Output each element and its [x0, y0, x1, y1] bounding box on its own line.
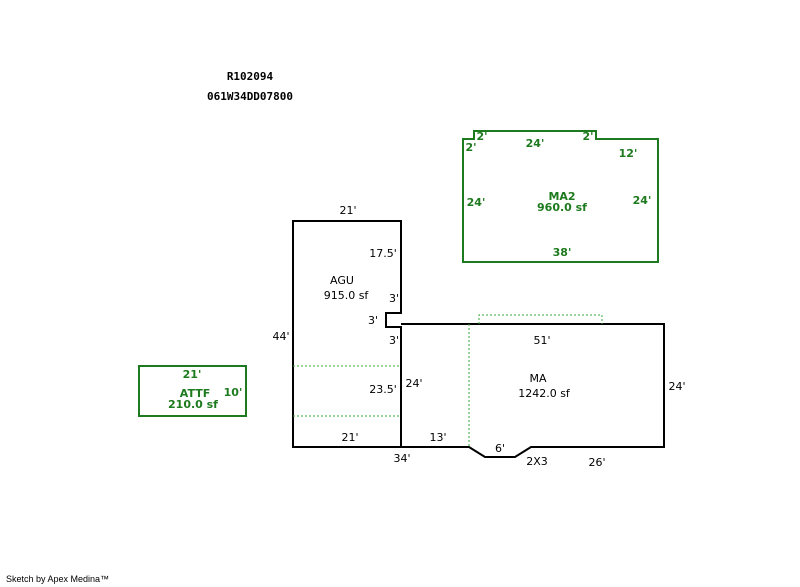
agu-dim-24: 24'	[405, 377, 422, 390]
agu-outline	[292, 220, 402, 448]
account-number: R102094	[226, 70, 274, 83]
attf-dim-10: 10'	[224, 386, 243, 399]
ma-outline	[401, 323, 665, 458]
attf-dim-21: 21'	[183, 368, 202, 381]
agu-dim-17-5: 17.5'	[369, 247, 397, 260]
agu-area: 915.0 sf	[324, 289, 370, 302]
ma-dim-51: 51'	[533, 334, 550, 347]
agu-label: AGU	[330, 274, 354, 287]
ma2-area: 960.0 sf	[537, 201, 587, 214]
ma-dim-13: 13'	[429, 431, 446, 444]
ma2-dim-12: 12'	[619, 147, 638, 160]
ma2-dim-24-right: 24'	[633, 194, 652, 207]
sketch-credit: Sketch by Apex Medina™	[6, 574, 110, 584]
attf-outline	[138, 365, 247, 417]
ma2-dim-24-top: 24'	[526, 137, 545, 150]
ma2-label: MA2	[548, 190, 575, 203]
agu-dim-44: 44'	[272, 330, 289, 343]
ma2-dim-2-c: 2'	[582, 130, 593, 143]
agu-dim-3-c: 3'	[389, 334, 399, 347]
agu-dim-23-5: 23.5'	[369, 383, 397, 396]
ma-dim-34: 34'	[393, 452, 410, 465]
ma2-dim-2-a: 2'	[476, 130, 487, 143]
ma2-dim-2-b: 2'	[465, 141, 476, 154]
ma2-dim-24-left: 24'	[467, 196, 486, 209]
agu-dim-top: 21'	[339, 204, 356, 217]
ma2-outline	[462, 130, 659, 263]
ma-dotted-upper	[478, 314, 603, 324]
agu-dim-3-a: 3'	[389, 292, 399, 305]
attf-label: ATTF	[180, 387, 210, 400]
ma-label: MA	[529, 372, 546, 385]
agu-dim-21-bottom: 21'	[341, 431, 358, 444]
ma-area: 1242.0 sf	[518, 387, 571, 400]
attf-area: 210.0 sf	[168, 398, 218, 411]
ma2-dim-38: 38'	[553, 246, 572, 259]
ma-dim-26: 26'	[588, 456, 605, 469]
ma-dim-6: 6'	[495, 442, 505, 455]
ma-dim-2x3: 2X3	[526, 455, 548, 468]
agu-dim-3-b: 3'	[368, 314, 378, 327]
ma-dim-24: 24'	[668, 380, 685, 393]
map-tax-lot: 061W34DD07800	[206, 90, 294, 103]
